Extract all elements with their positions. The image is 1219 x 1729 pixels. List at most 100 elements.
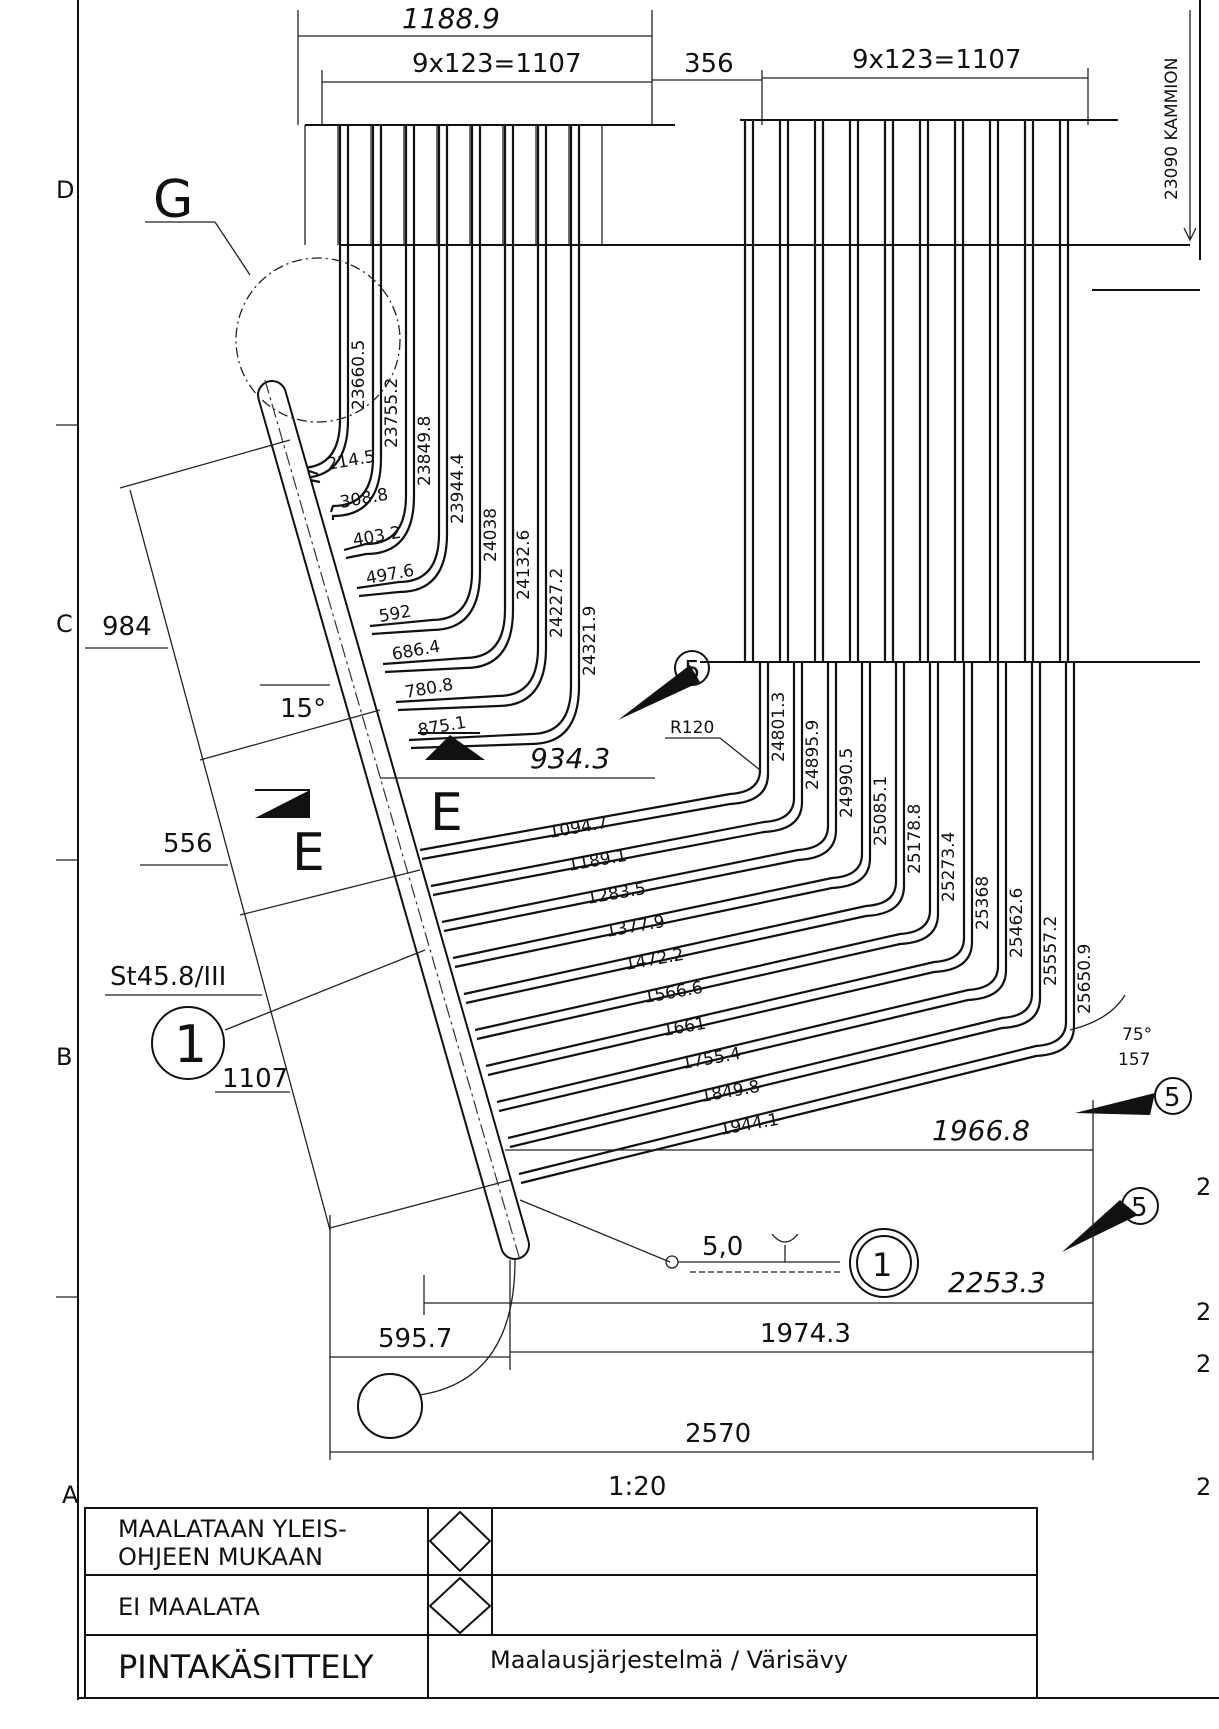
upper-offset: 497.6: [364, 561, 415, 589]
edge-mark: 2: [1196, 1298, 1211, 1326]
radius-label: R120: [670, 718, 714, 738]
lower-tube-wall: [432, 662, 804, 897]
upper-tube-wall: [384, 125, 515, 674]
lower-tube-wall: [454, 662, 872, 969]
lower-offset: 1566.6: [642, 978, 704, 1008]
upper-tube: [408, 125, 573, 742]
detail-g-circle: [235, 257, 401, 423]
upper-tube-length: 24321.9: [580, 606, 600, 676]
title-row3-left: PINTAKÄSITTELY: [118, 1648, 374, 1686]
edge-mark: 2: [1196, 1173, 1211, 1201]
weld-part-balloon-outer: [849, 1228, 919, 1298]
upper-tube: [369, 125, 474, 628]
upper-tube-length: 23755.2: [382, 378, 402, 448]
zone-c: C: [56, 610, 73, 638]
lower-offset: 1661: [661, 1014, 707, 1041]
item-balloon-3: [1121, 1187, 1159, 1225]
lower-tube-wall: [443, 662, 838, 933]
upper-offset: 308.8: [338, 485, 389, 513]
lower-tube-length: 25650.9: [1075, 944, 1095, 1014]
lower-tube-length: 24990.5: [837, 748, 857, 818]
upper-tube-length: 23849.8: [415, 416, 435, 486]
title-block: [84, 1507, 1038, 1699]
lower-offset: 1755.4: [680, 1044, 742, 1074]
lower-tube-length: 25178.8: [905, 804, 925, 874]
upper-tube-length: 24132.6: [514, 530, 534, 600]
part-number: 1: [174, 1015, 207, 1075]
right-small-dim: 157: [1118, 1050, 1150, 1070]
lower-tube: [463, 662, 898, 996]
lower-tube-length: 25462.6: [1007, 888, 1027, 958]
lower-offset: 1472.2: [623, 945, 685, 975]
detail-g-label: G: [153, 170, 193, 230]
section-e-arrow-right: [425, 735, 485, 760]
section-e-label-right: E: [430, 783, 463, 843]
lower-offset: 1377.9: [604, 912, 666, 942]
lower-offset: 1189.1: [566, 846, 628, 876]
lower-tube-length: 24895.9: [803, 720, 823, 790]
lower-offset: 1094.7: [547, 813, 609, 843]
dim-bottom-3: 1974.3: [760, 1319, 851, 1349]
item-balloon-2: [1154, 1077, 1192, 1115]
lower-tube-length: 24801.3: [769, 692, 789, 762]
part-number-balloon: [151, 1006, 225, 1080]
lower-tube-wall: [465, 662, 906, 1005]
dim-left-2: 556: [163, 829, 213, 859]
scale-label: 1:20: [608, 1472, 666, 1502]
lower-tube: [518, 662, 1068, 1176]
item-number-3: 5: [1131, 1193, 1148, 1223]
dim-top-left-pitch: 9x123=1107: [412, 49, 582, 79]
section-e-arrow-left: [255, 790, 310, 818]
item-balloon-1: [674, 650, 710, 686]
material-label: St45.8/III: [110, 962, 226, 992]
lower-tube-length: 25273.4: [939, 832, 959, 902]
lower-tube: [419, 662, 762, 852]
upper-tube: [395, 125, 540, 704]
edge-mark: 2: [1196, 1473, 1211, 1501]
dim-bottom-2: 595.7: [378, 1324, 452, 1354]
angle-bottom: 75°: [1122, 1025, 1152, 1045]
lower-tube: [496, 662, 1000, 1104]
upper-tube: [382, 125, 507, 666]
zone-a: A: [62, 1481, 79, 1509]
title-row3-right: Maalausjärjestelmä / Värisävy: [490, 1646, 848, 1674]
upper-tube: [329, 125, 375, 513]
title-row1b: OHJEEN MUKAAN: [118, 1543, 323, 1571]
weld-part-balloon-inner: [856, 1235, 912, 1291]
angle-top: 15°: [280, 694, 326, 724]
item-number-2: 5: [1164, 1083, 1181, 1113]
dim-bottom-4: 2570: [685, 1419, 751, 1449]
side-label-kammion: 23090 KAMMION: [1162, 58, 1182, 200]
upper-tube-wall: [410, 125, 581, 750]
zone-b: B: [56, 1043, 72, 1071]
lower-tube-wall: [421, 662, 770, 861]
dim-left-3: 1107: [222, 1064, 288, 1094]
dim-top-overall: 1188.9: [402, 2, 500, 35]
lower-offset-end: 1966.8: [932, 1114, 1030, 1147]
upper-tube-wall: [358, 125, 449, 598]
lower-tube: [474, 662, 932, 1032]
paint-marker-1: [428, 1510, 492, 1573]
empty-balloon: [357, 1373, 423, 1439]
lower-tube-wall: [520, 662, 1076, 1185]
lower-tube: [430, 662, 796, 888]
upper-tube-length: 24038: [481, 508, 501, 562]
lower-tube-length: 25368: [973, 876, 993, 930]
weld-part-number: 1: [872, 1246, 892, 1284]
lower-tube-length: 25085.1: [871, 776, 891, 846]
upper-tube-length: 24227.2: [547, 568, 567, 638]
upper-offset-end: 934.3: [530, 742, 610, 775]
paint-marker-2: [428, 1576, 492, 1635]
lower-tube-length: 25557.2: [1041, 916, 1061, 986]
lower-tube-wall: [487, 662, 974, 1077]
section-e-label-left: E: [292, 823, 325, 883]
dim-top-gap: 356: [684, 49, 734, 79]
upper-tube: [356, 125, 441, 590]
dim-top-right-pitch: 9x123=1107: [852, 45, 1022, 75]
dim-left-1: 984: [102, 612, 152, 642]
item-number-1: 5: [684, 656, 701, 686]
dim-bottom-1: 2253.3: [948, 1266, 1046, 1299]
lower-tube-wall: [476, 662, 940, 1041]
edge-mark: 2: [1196, 1350, 1211, 1378]
upper-tube: [343, 125, 408, 552]
